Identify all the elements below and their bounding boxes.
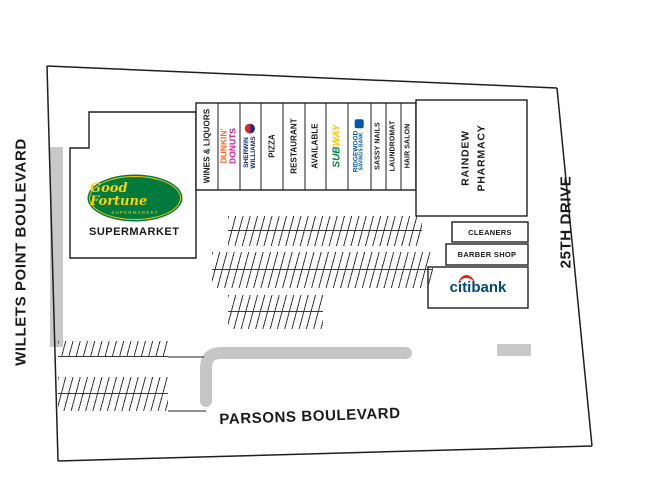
sherwin-wordmark-line2: WILLIAMS xyxy=(250,136,257,169)
building-retail-strip xyxy=(195,102,417,191)
parking-row xyxy=(228,216,422,246)
building-cleaners xyxy=(451,221,529,243)
driveway-median xyxy=(200,347,412,407)
store-label-sherwin-williams: SHERWIN WILLIAMS xyxy=(242,123,257,169)
street-label-willets-point: WILLETS POINT BOULEVARD xyxy=(12,138,30,366)
store-label-subway: SUBWAY xyxy=(332,124,343,167)
pharmacy-line1: RAINDEW xyxy=(459,130,472,186)
citibank-arc-icon xyxy=(457,275,475,286)
ridgewood-wordmark-line2: SAVINGS BANK xyxy=(358,132,365,171)
parking-row xyxy=(58,341,168,357)
store-label-raindew-pharmacy: RAINDEW PHARMACY xyxy=(458,124,490,191)
store-label-pizza: PIZZA xyxy=(267,134,277,158)
good-fortune-script: Good Fortune xyxy=(90,180,148,209)
boundary-left xyxy=(46,65,59,462)
store-label-dunkin-donuts: DUNKIN' DONUTS xyxy=(219,128,239,164)
boundary-top xyxy=(46,65,558,89)
dunkin-wordmark-line2: DONUTS xyxy=(228,128,238,164)
boundary-right xyxy=(556,87,593,447)
store-label-laundromat: LAUNDROMAT xyxy=(389,120,397,172)
good-fortune-logo: Good Fortune SUPERMARKET xyxy=(89,176,181,220)
street-label-25th-drive: 25TH DRIVE xyxy=(557,175,575,269)
boundary-bottom xyxy=(57,445,593,462)
sherwin-wordmark-line1: SHERWIN xyxy=(242,137,250,168)
parking-row xyxy=(58,377,168,411)
store-label-wines-liquors: WINES & LIQUORS xyxy=(202,108,212,184)
ridgewood-bank-logo-icon xyxy=(354,119,364,129)
building-pharmacy xyxy=(415,99,528,217)
store-label-hair-salon: HAIR SALON xyxy=(404,123,412,169)
parking-row xyxy=(228,295,323,329)
store-label-ridgewood-bank: RIDGEWOOD SAVINGS BANK xyxy=(353,119,366,172)
good-fortune-sub: SUPERMARKET xyxy=(111,209,159,215)
store-label-available: AVAILABLE xyxy=(310,123,320,169)
parking-row xyxy=(212,252,433,288)
store-label-barber-shop: BARBER SHOP xyxy=(457,250,517,259)
sherwin-williams-logo-icon xyxy=(245,123,255,134)
store-label-restaurant: RESTAURANT xyxy=(289,118,299,174)
store-label-sassy-nails: SASSY NAILS xyxy=(374,122,382,170)
pharmacy-line2: PHARMACY xyxy=(475,124,487,192)
supermarket-label: SUPERMARKET xyxy=(89,226,180,238)
store-label-citibank: citibank xyxy=(428,267,528,308)
subway-wordmark-sub: SUB xyxy=(331,146,343,168)
building-barber-shop xyxy=(445,243,529,266)
subway-wordmark-way: WAY xyxy=(331,124,343,147)
store-label-cleaners: CLEANERS xyxy=(468,227,512,237)
median-right xyxy=(497,344,531,356)
